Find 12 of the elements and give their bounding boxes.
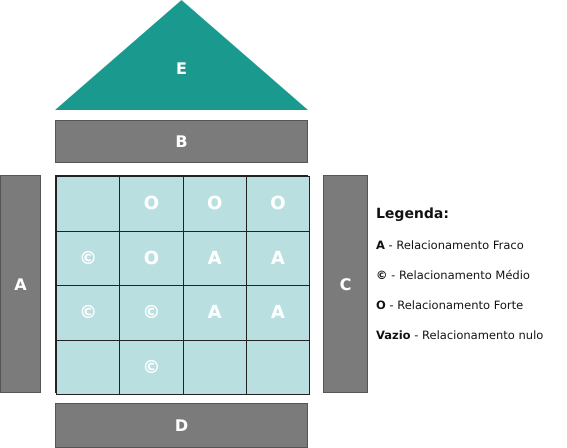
top-bar: B (55, 120, 308, 163)
bottom-bar: D (55, 403, 308, 448)
legend-entry: O - Relacionamento Forte (376, 298, 524, 312)
roof-triangle: E (55, 0, 308, 110)
legend-entry: © - Relacionamento Médio (376, 268, 530, 282)
legend-entry: A - Relacionamento Fraco (376, 238, 524, 252)
left-bar: A (0, 175, 41, 393)
legend-entry: Vazio - Relacionamento nulo (376, 328, 544, 342)
matrix-grid (55, 175, 308, 393)
right-bar: C (323, 175, 368, 393)
legend-heading: Legenda: (376, 206, 449, 222)
matrix-cell: O (246, 176, 310, 232)
